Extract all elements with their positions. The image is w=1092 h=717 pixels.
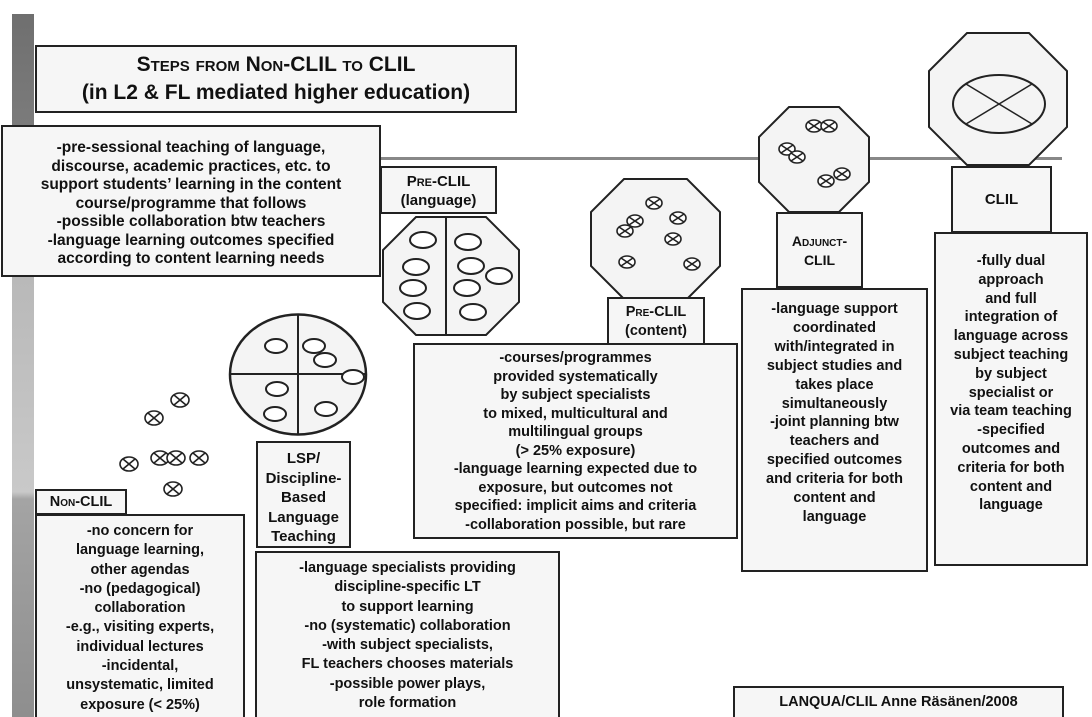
non-clil-desc-line: -e.g., visiting experts, <box>65 619 215 636</box>
lsp-line: Language <box>268 508 339 526</box>
lsp-desc-line: -language specialists providing <box>299 560 516 576</box>
lsp-line: Discipline- <box>265 469 342 487</box>
lsp-circle <box>228 313 368 436</box>
clil-desc-line: -fully dual <box>976 253 1046 269</box>
pre-clil-content-line: Pre-CLIL <box>625 304 687 320</box>
pre-clil-content-label: Pre-CLIL (content) <box>607 297 705 345</box>
adjunct-desc-line: specified outcomes <box>766 452 903 469</box>
pre-clil-language-line: Pre-CLIL <box>406 173 471 190</box>
clil-desc-line: subject teaching <box>953 346 1069 363</box>
adjunct-clil-description: -language support coordinated with/integ… <box>741 288 928 572</box>
clil-desc-line: content and <box>969 478 1053 495</box>
pre-sessional-line: -pre-sessional teaching of language, <box>56 139 326 156</box>
adjunct-desc-line: coordinated <box>793 319 876 336</box>
pre-content-desc-line: -collaboration possible, but rare <box>465 516 686 533</box>
adjunct-clil-line: CLIL <box>803 252 836 268</box>
pre-sessional-line: according to content learning needs <box>57 250 325 267</box>
non-clil-desc-line: -no concern for <box>86 523 194 539</box>
pre-content-desc-line: exposure, but outcomes not <box>478 479 673 496</box>
clil-desc-line: by subject <box>975 365 1047 382</box>
lsp-desc-line: to support learning <box>341 598 474 615</box>
non-clil-desc-line: -incidental, <box>101 658 179 675</box>
pre-content-desc-line: to mixed, multicultural and <box>483 405 668 422</box>
credit-box: LANQUA/CLIL Anne Räsänen/2008 <box>733 686 1064 717</box>
non-clil-desc-line: individual lectures <box>76 638 204 655</box>
title-line-1: Steps from Non-CLIL to CLIL <box>136 53 416 76</box>
lsp-desc-line: -no (systematic) collaboration <box>304 617 511 634</box>
non-clil-label: Non-CLIL <box>35 489 127 515</box>
clil-label-text: CLIL <box>984 191 1019 208</box>
pre-clil-language-octagon <box>382 216 520 336</box>
pre-clil-content-description: -courses/programmes provided systematica… <box>413 343 738 539</box>
clil-octagon <box>928 32 1068 166</box>
adjunct-desc-line: simultaneously <box>781 395 888 412</box>
pre-content-desc-line: -language learning expected due to <box>453 461 698 477</box>
non-clil-desc-line: unsystematic, limited <box>66 677 214 694</box>
adjunct-desc-line: content and <box>793 490 876 507</box>
non-clil-desc-line: language learning, <box>75 542 205 559</box>
adjunct-desc-line: takes place <box>795 376 874 393</box>
lsp-line: LSP/ <box>286 450 321 467</box>
clil-desc-line: criteria for both <box>957 459 1065 476</box>
pre-content-desc-line: multilingual groups <box>508 424 643 440</box>
credit-text: LANQUA/CLIL Anne Räsänen/2008 <box>779 694 1018 710</box>
pre-sessional-line: support students’ learning in the conten… <box>40 176 342 193</box>
adjunct-clil-line: Adjunct- <box>791 233 848 249</box>
clil-desc-line: language <box>979 497 1043 514</box>
adjunct-desc-line: with/integrated in <box>774 338 895 355</box>
adjunct-desc-line: language <box>802 508 867 525</box>
non-clil-ellipses <box>119 392 209 497</box>
pre-sessional-line: -language learning outcomes specified <box>47 231 335 249</box>
non-clil-desc-line: other agendas <box>90 561 190 578</box>
lsp-label: LSP/ Discipline- Based Language Teaching <box>256 441 351 548</box>
pre-content-desc-line: by subject specialists <box>500 387 651 403</box>
left-accent-bar <box>12 14 34 717</box>
pre-clil-content-octagon <box>590 178 721 300</box>
non-clil-description: -no concern for language learning, other… <box>35 514 245 717</box>
lsp-desc-line: FL teachers chooses materials <box>301 656 514 673</box>
clil-desc-line: and full <box>985 290 1037 307</box>
lsp-description: -language specialists providing discipli… <box>255 551 560 717</box>
adjunct-desc-line: -language support <box>771 301 898 317</box>
clil-desc-line: outcomes and <box>961 440 1061 457</box>
lsp-desc-line: -with subject specialists, <box>322 637 493 654</box>
lsp-desc-line: -possible power plays, <box>329 675 486 692</box>
clil-desc-line: integration of <box>964 309 1058 326</box>
clil-description: -fully dual approach and full integratio… <box>934 232 1088 566</box>
non-clil-desc-line: -no (pedagogical) <box>79 580 201 597</box>
adjunct-desc-line: -joint planning btw <box>770 414 899 431</box>
clil-desc-line: approach <box>978 271 1044 288</box>
pre-clil-content-line: (content) <box>624 323 687 339</box>
lsp-desc-line: role formation <box>358 695 457 712</box>
adjunct-desc-line: teachers and <box>789 433 880 450</box>
horizontal-rule <box>380 157 1062 160</box>
pre-content-desc-line: -courses/programmes <box>499 350 652 366</box>
title-line-2: (in L2 & FL mediated higher education) <box>81 81 471 104</box>
pre-content-desc-line: provided systematically <box>493 368 658 385</box>
adjunct-desc-line: subject studies and <box>766 357 903 374</box>
pre-sessional-line: discourse, academic practices, etc. to <box>51 157 331 175</box>
page-title: Steps from Non-CLIL to CLIL (in L2 & FL … <box>35 45 517 113</box>
pre-sessional-line: course/programme that follows <box>75 194 307 212</box>
non-clil-desc-line: exposure (< 25%) <box>80 696 200 713</box>
lsp-desc-line: discipline-specific LT <box>334 579 481 596</box>
pre-content-desc-line: specified: implicit aims and criteria <box>454 498 697 514</box>
non-clil-label-text: Non-CLIL <box>49 494 113 510</box>
adjunct-clil-label: Adjunct- CLIL <box>776 212 863 288</box>
pre-sessional-line: -possible collaboration btw teachers <box>56 213 326 230</box>
clil-desc-line: language across <box>953 328 1069 345</box>
clil-desc-line: specialist or <box>968 384 1054 401</box>
clil-desc-line: -specified <box>977 422 1045 439</box>
clil-label: CLIL <box>951 166 1052 233</box>
adjunct-clil-octagon <box>758 106 870 213</box>
pre-content-desc-line: (> 25% exposure) <box>515 442 636 459</box>
clil-desc-line: via team teaching <box>950 403 1072 420</box>
pre-clil-language-line: (language) <box>400 192 477 209</box>
non-clil-desc-line: collaboration <box>94 600 186 617</box>
adjunct-desc-line: and criteria for both <box>766 471 903 488</box>
lsp-line: Teaching <box>271 528 336 545</box>
pre-clil-language-label: Pre-CLIL (language) <box>380 166 497 214</box>
pre-sessional-box: -pre-sessional teaching of language, dis… <box>1 125 381 277</box>
lsp-line: Based <box>280 489 327 506</box>
